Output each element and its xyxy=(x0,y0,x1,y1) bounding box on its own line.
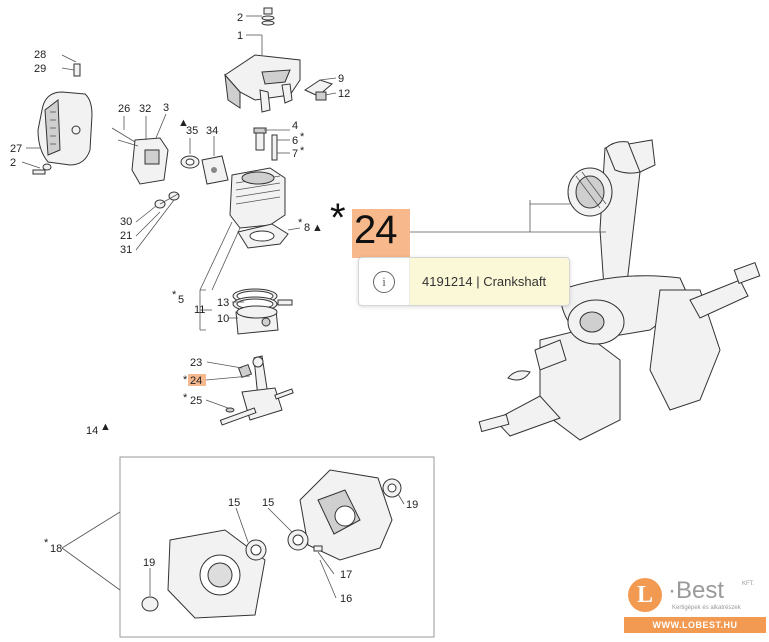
label-19a[interactable]: 19 xyxy=(406,499,418,511)
part-screw-2[interactable] xyxy=(32,163,52,175)
label-15b[interactable]: 15 xyxy=(262,497,274,509)
label-12[interactable]: 12 xyxy=(338,88,350,100)
label-14-tri: ▲ xyxy=(100,421,111,433)
label-6[interactable]: 6 xyxy=(292,135,298,147)
label-6-star: * xyxy=(300,131,305,143)
label-18[interactable]: 18 xyxy=(50,543,62,555)
label-10[interactable]: 10 xyxy=(217,313,229,325)
logo-tagline: Kertigépek és alkatrészek xyxy=(672,605,741,611)
logo-mark: L xyxy=(628,578,662,612)
tooltip-icon-cell: i xyxy=(359,258,410,305)
label-5-star: * xyxy=(172,289,177,301)
label-1[interactable]: 1 xyxy=(237,30,243,42)
label-11[interactable]: 11 xyxy=(194,304,205,316)
part-screws-top[interactable] xyxy=(261,7,275,26)
label-34[interactable]: 34 xyxy=(206,125,218,137)
label-35[interactable]: 35 xyxy=(186,125,198,137)
label-8[interactable]: 8 xyxy=(304,222,310,234)
label-13[interactable]: 13 xyxy=(217,297,229,309)
part-pin-17[interactable] xyxy=(313,545,323,552)
label-8-star: * xyxy=(298,217,303,229)
part-gasket-35[interactable] xyxy=(180,155,200,169)
label-7-star: * xyxy=(300,145,305,157)
part-carburetor[interactable] xyxy=(111,127,169,185)
label-32[interactable]: 32 xyxy=(139,103,151,115)
label-7[interactable]: 7 xyxy=(292,148,298,160)
logo-url[interactable]: WWW.LOBEST.HU xyxy=(624,617,766,633)
part-air-filter-cover[interactable] xyxy=(37,63,93,166)
crankcase-group-box xyxy=(119,456,435,638)
label-23[interactable]: 23 xyxy=(190,357,202,369)
part-clip[interactable] xyxy=(303,79,333,101)
callout-highlight xyxy=(352,209,410,258)
part-base-gasket[interactable] xyxy=(237,223,289,249)
logo-suffix: KFT. xyxy=(742,581,755,587)
part-crankshaft-large[interactable] xyxy=(478,139,761,441)
lobest-logo[interactable]: L ·Best KFT. Kertigépek és alkatrészek W… xyxy=(624,575,766,633)
label-19b[interactable]: 19 xyxy=(143,557,155,569)
part-crankcase-left[interactable] xyxy=(167,529,266,619)
label-31[interactable]: 31 xyxy=(120,244,132,256)
callout-star: * xyxy=(330,196,346,240)
label-29[interactable]: 29 xyxy=(34,63,46,75)
label-25[interactable]: 25 xyxy=(190,395,202,407)
part-bolts-30-21-31[interactable] xyxy=(154,191,180,209)
label-25-star: * xyxy=(183,392,188,404)
label-21[interactable]: 21 xyxy=(120,230,132,242)
part-piston[interactable] xyxy=(235,299,293,335)
part-crankshaft-small[interactable] xyxy=(219,355,294,426)
label-15a[interactable]: 15 xyxy=(228,497,240,509)
label-17[interactable]: 17 xyxy=(340,569,352,581)
label-14[interactable]: 14 xyxy=(86,425,98,437)
part-crankcase-right[interactable] xyxy=(299,469,393,561)
info-icon: i xyxy=(373,270,395,293)
part-cylinder-cover[interactable] xyxy=(224,54,301,113)
label-28[interactable]: 28 xyxy=(34,49,46,61)
part-tooltip[interactable]: i 4191214 | Crankshaft xyxy=(358,257,570,306)
tooltip-text: 4191214 | Crankshaft xyxy=(410,258,569,305)
part-gasket-34[interactable] xyxy=(201,155,229,185)
label-2-top[interactable]: 2 xyxy=(237,12,243,24)
label-24-star: * xyxy=(183,374,188,386)
part-bearing-15a[interactable] xyxy=(245,539,267,561)
label-30[interactable]: 30 xyxy=(120,216,132,228)
label-24[interactable]: 24 xyxy=(190,375,202,387)
label-26[interactable]: 26 xyxy=(118,103,130,115)
label-9[interactable]: 9 xyxy=(338,73,344,85)
part-bearing-15b[interactable] xyxy=(287,529,309,551)
label-24-highlight xyxy=(188,374,206,386)
part-cylinder[interactable] xyxy=(229,167,286,229)
label-18-star: * xyxy=(44,537,49,549)
part-seal-19a[interactable] xyxy=(382,478,402,498)
label-4[interactable]: 4 xyxy=(292,120,298,132)
label-5[interactable]: 5 xyxy=(178,294,184,306)
label-2-left[interactable]: 2 xyxy=(10,157,16,169)
label-35-star: ▲ xyxy=(178,117,189,129)
label-8-tri: ▲ xyxy=(312,222,323,234)
label-16[interactable]: 16 xyxy=(340,593,352,605)
callout-part-number[interactable]: 24 xyxy=(354,208,397,252)
part-seal-19b[interactable] xyxy=(141,596,159,612)
logo-name: ·Best xyxy=(668,577,725,604)
label-27[interactable]: 27 xyxy=(10,143,22,155)
label-3[interactable]: 3 xyxy=(163,102,169,114)
part-spark-plug[interactable] xyxy=(253,127,278,161)
